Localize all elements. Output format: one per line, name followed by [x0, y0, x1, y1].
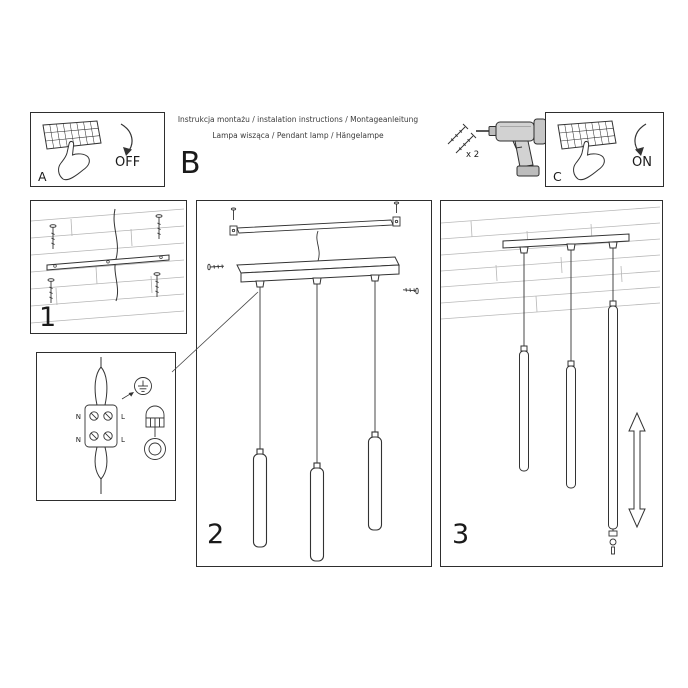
terminal-block [84, 404, 118, 448]
tube-end-connector [608, 529, 618, 555]
panel-power-off: OFF A [30, 112, 165, 187]
height-adjustment-arrow-icon [628, 411, 646, 529]
ceiling-planks [440, 206, 661, 320]
breaker-panel-icon [42, 120, 102, 181]
step-3-panel: 3 [440, 200, 663, 567]
screw-count-label: x 2 [466, 150, 480, 160]
ground-symbol-icon [134, 377, 152, 395]
lamp-assembly-illustration [207, 201, 419, 562]
power-cable [113, 208, 119, 302]
mounting-bracket [46, 254, 170, 271]
ceiling-mounting-illustration [30, 208, 185, 324]
terminal-label-n-bottom: N [76, 436, 81, 444]
step-1-label: 1 [39, 302, 57, 333]
instruction-title: Instrukcja montażu / instalation instruc… [170, 112, 426, 143]
pendant-tubes [252, 431, 383, 562]
ceiling-canopy [502, 233, 630, 254]
terminal-label-l-top: L [121, 413, 125, 421]
pendant-tubes [519, 300, 618, 530]
screws-icon [447, 123, 477, 154]
mounting-strip [229, 201, 401, 236]
power-cable [94, 357, 108, 494]
mounted-lamp-illustration [440, 206, 661, 555]
section-b-label: B [180, 146, 201, 181]
pendant-cables [523, 248, 614, 366]
step-2-label: 2 [207, 519, 225, 550]
tools-illustration: x 2 [445, 108, 551, 188]
terminal-label-n-top: N [76, 413, 81, 421]
hand-icon [58, 141, 90, 181]
rotate-off-arrow-icon [120, 123, 133, 156]
panel-a-label: A [38, 169, 47, 184]
side-screws [207, 263, 419, 295]
ceiling-planks [30, 208, 185, 324]
mounting-screws [47, 214, 163, 303]
step-1-panel: 1 [30, 200, 187, 334]
cable-gland-icon [144, 405, 166, 460]
title-line-1: Instrukcja montażu / instalation instruc… [177, 115, 419, 124]
step-3-label: 3 [452, 519, 470, 550]
rotate-on-arrow-icon [634, 123, 647, 156]
step-2-panel: 2 [196, 200, 432, 567]
panel-c-label: C [553, 169, 562, 184]
panel-power-on: ON C [545, 112, 664, 187]
breaker-panel-icon [557, 120, 617, 181]
drill-icon [476, 118, 547, 177]
hand-icon [573, 141, 605, 181]
title-line-2: Lampa wisząca / Pendant lamp / Hängelamp… [212, 130, 384, 140]
ceiling-canopy [236, 256, 400, 288]
pendant-cables [259, 281, 376, 468]
on-label: ON [632, 155, 652, 170]
hanging-wire [316, 230, 320, 262]
off-label: OFF [115, 155, 141, 170]
ground-pointer-arrow [121, 392, 134, 400]
terminal-label-l-bottom: L [121, 436, 125, 444]
wiring-diagram: N L N L [76, 357, 166, 494]
wiring-detail-panel: N L N L [36, 352, 176, 501]
